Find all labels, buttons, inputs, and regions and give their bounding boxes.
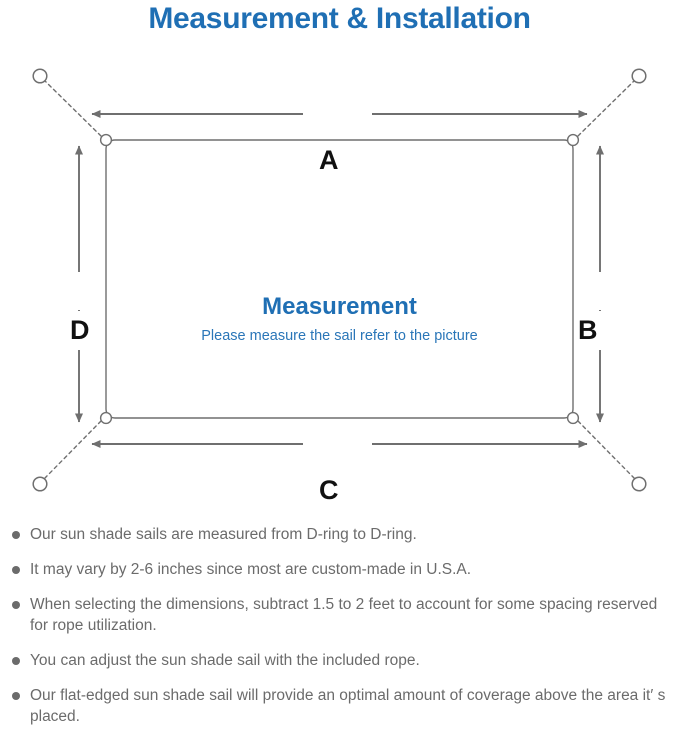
- bullet-icon: [12, 692, 20, 700]
- anchor-point-bottom-left: [32, 476, 48, 492]
- measurement-instruction: Please measure the sail refer to the pic…: [201, 328, 478, 344]
- rope-top-right: [577, 80, 635, 137]
- note-text: When selecting the dimensions, subtract …: [30, 596, 658, 634]
- d-ring-bottom-left: [99, 411, 113, 425]
- dimension-arrows: [75, 110, 604, 448]
- measurement-label: Measurement: [262, 293, 417, 320]
- bullet-icon: [12, 657, 20, 665]
- dimension-label-a: A: [310, 146, 348, 175]
- d-ring-bottom-right: [566, 411, 580, 425]
- dimension-label-b: B: [574, 311, 602, 350]
- dimension-label-d: D: [66, 311, 94, 350]
- page-title: Measurement & Installation: [148, 2, 531, 35]
- dimension-label-c: C: [310, 476, 348, 505]
- anchor-point-top-right: [631, 68, 647, 84]
- note-text: It may vary by 2-6 inches since most are…: [30, 561, 472, 578]
- anchor-point-bottom-right: [631, 476, 647, 492]
- rope-bottom-left: [44, 420, 102, 479]
- list-item: When selecting the dimensions, subtract …: [0, 594, 679, 636]
- bullet-icon: [12, 566, 20, 574]
- notes-list: Our sun shade sails are measured from D-…: [0, 524, 679, 727]
- d-ring-top-right: [566, 133, 580, 147]
- list-item: It may vary by 2-6 inches since most are…: [0, 559, 679, 580]
- anchor-point-top-left: [32, 68, 48, 84]
- anchor-points: [32, 68, 647, 492]
- note-text: Our sun shade sails are measured from D-…: [30, 526, 417, 543]
- bullet-icon: [12, 531, 20, 539]
- note-text: You can adjust the sun shade sail with t…: [30, 652, 420, 669]
- list-item: Our flat-edged sun shade sail will provi…: [0, 685, 679, 727]
- rope-bottom-right: [577, 420, 635, 479]
- measurement-diagram: Measurement Please measure the sail refe…: [0, 48, 679, 518]
- d-rings: [99, 133, 580, 425]
- rope-top-left: [44, 80, 102, 137]
- bullet-icon: [12, 601, 20, 609]
- list-item: Our sun shade sails are measured from D-…: [0, 524, 679, 545]
- list-item: You can adjust the sun shade sail with t…: [0, 650, 679, 671]
- note-text: Our flat-edged sun shade sail will provi…: [30, 687, 666, 725]
- d-ring-top-left: [99, 133, 113, 147]
- rope-lines: [44, 80, 635, 479]
- diagram-svg: [32, 68, 647, 492]
- sail-body: [105, 139, 574, 419]
